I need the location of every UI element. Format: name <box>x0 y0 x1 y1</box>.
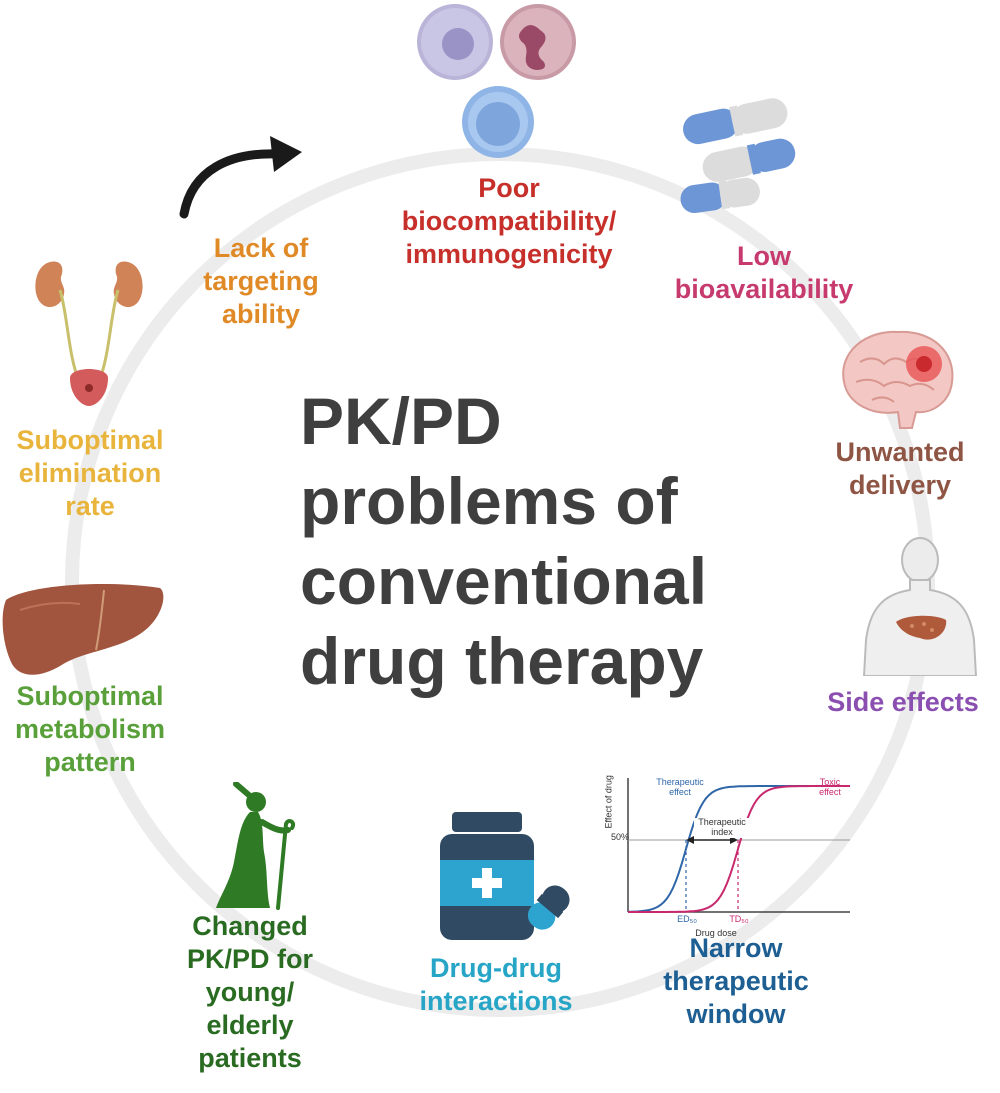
mini-chart-tick-50: 50% <box>610 832 629 842</box>
mini-chart-ylabel: Effect of drug <box>603 775 614 829</box>
index-arrow-right <box>730 836 738 844</box>
immune-cells-icon <box>417 4 576 158</box>
label-unwanted-delivery: Unwanted delivery <box>835 437 965 500</box>
label-bioavailability: Low bioavailability <box>674 241 854 304</box>
curved-arrow-icon <box>179 136 302 219</box>
elderly-person-icon <box>216 782 296 910</box>
kidneys-icon <box>35 261 143 406</box>
person-liver-icon <box>862 537 978 676</box>
label-drug-drug: Drug-drug interactions <box>419 953 573 1016</box>
label-biocompatibility: Poor biocompatibility/ immunogenicity <box>401 173 617 269</box>
mini-chart-index-label: Therapeutic index <box>694 817 750 838</box>
label-narrow-window: Narrow therapeutic window <box>663 933 809 1029</box>
mini-chart-ed50: ED₅₀ <box>677 914 697 924</box>
label-lack-targeting: Lack of targeting ability <box>203 233 319 329</box>
index-arrow-left <box>686 836 694 844</box>
medicine-bottle-icon <box>440 812 570 940</box>
capsules-icon <box>680 98 796 214</box>
mini-chart-xlabel: Drug dose <box>695 928 737 938</box>
mini-chart-therapeutic-label: Therapeutic effect <box>656 777 704 797</box>
label-metabolism: Suboptimal metabolism pattern <box>14 681 166 777</box>
toxic-curve <box>628 785 850 913</box>
center-title: PK/PD problems of conventional drug ther… <box>300 384 708 698</box>
label-side-effects: Side effects <box>827 687 979 717</box>
therapeutic-window-chart <box>627 778 850 913</box>
label-elimination: Suboptimal elimination rate <box>16 425 164 521</box>
liver-icon <box>2 584 164 675</box>
mini-chart-toxic-label: Toxic effect <box>819 777 841 797</box>
mini-chart-td50: TD₅₀ <box>729 914 749 924</box>
label-changed-pkpd: Changed PK/PD for young/ elderly patient… <box>186 911 313 1073</box>
brain-icon <box>842 330 954 429</box>
